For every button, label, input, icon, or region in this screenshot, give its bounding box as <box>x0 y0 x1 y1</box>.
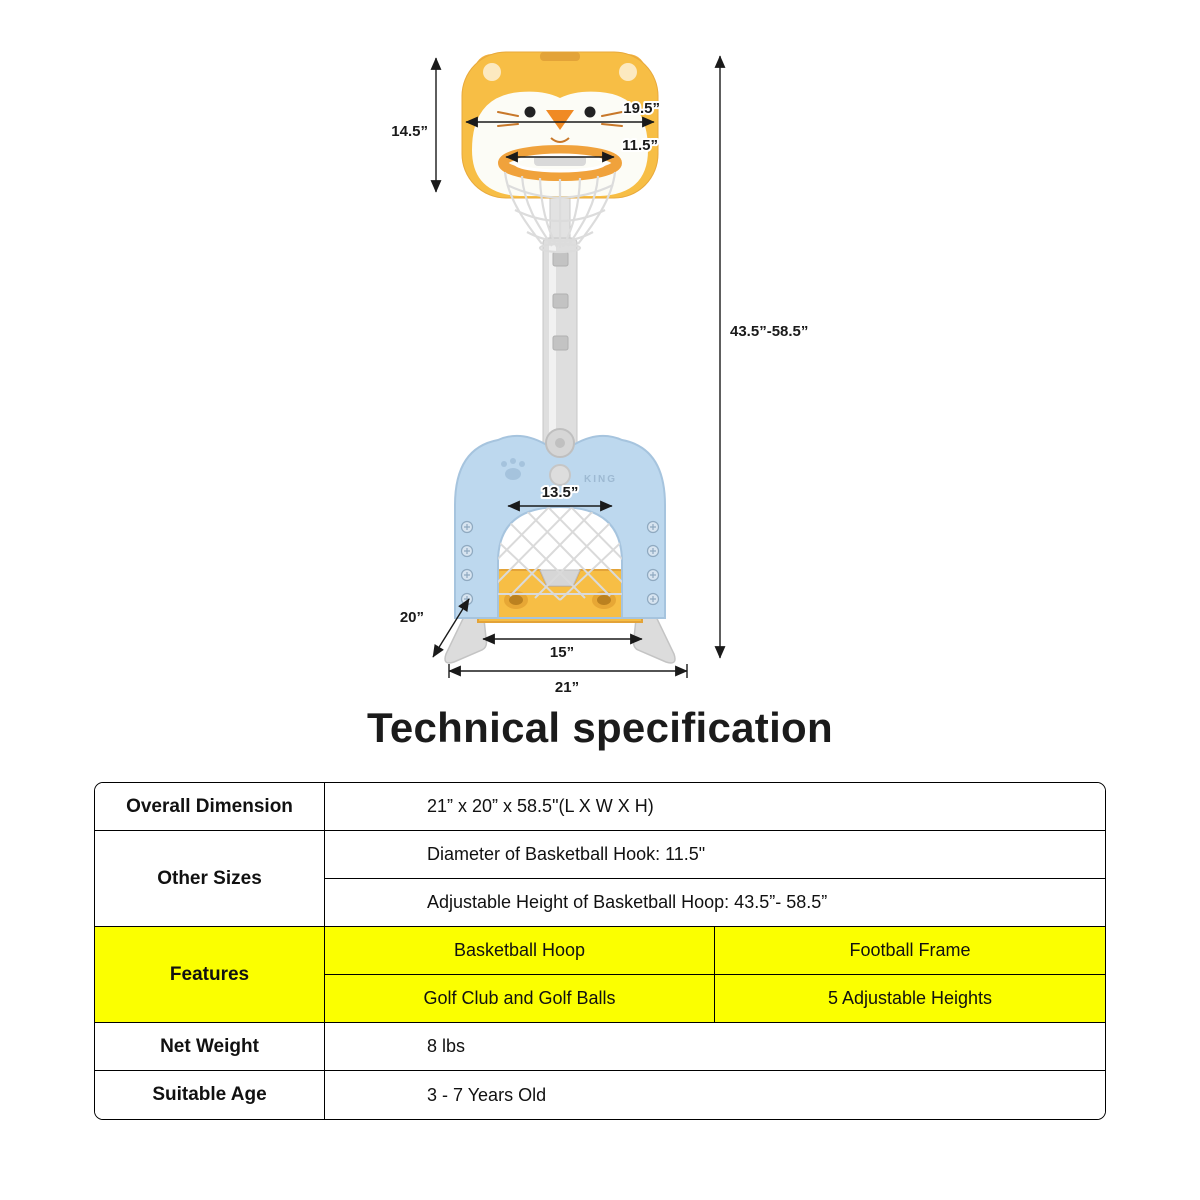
spec-value-net-weight: 8 lbs <box>325 1023 1105 1071</box>
spec-feature-football-frame: Football Frame <box>715 927 1105 975</box>
spec-value-overall-dimension: 21” x 20” x 58.5"(L X W X H) <box>325 783 1105 831</box>
spec-value-hook-diameter: Diameter of Basketball Hook: 11.5" <box>325 831 1105 879</box>
dim-base-inner-width: 15” <box>550 644 574 661</box>
mouth <box>550 137 570 143</box>
spec-label-features: Features <box>95 927 325 1023</box>
spec-feature-basketball-hoop: Basketball Hoop <box>325 927 715 975</box>
dimension-arrows <box>430 55 726 678</box>
spec-label-net-weight: Net Weight <box>95 1023 325 1071</box>
basketball-net <box>503 171 617 254</box>
dim-hoop-diameter: 11.5” <box>622 137 658 154</box>
spec-table: Overall Dimension 21” x 20” x 58.5"(L X … <box>94 782 1106 1120</box>
paw-icon <box>501 458 525 480</box>
spec-label-overall-dimension: Overall Dimension <box>95 783 325 831</box>
dim-backboard-height: 14.5” <box>391 123 428 140</box>
arrow-base-depth <box>432 598 470 658</box>
height-adjust-knob <box>545 428 575 486</box>
brand-text: KING <box>584 474 617 485</box>
dim-backboard-width: 19.5” <box>623 100 660 117</box>
dim-stand-height: 43.5”-58.5” <box>730 323 808 340</box>
eye-left <box>524 106 536 118</box>
spec-value-adjustable-height: Adjustable Height of Basketball Hoop: 43… <box>325 879 1105 927</box>
football-net <box>498 507 622 601</box>
dim-goal-width: 13.5” <box>542 484 579 501</box>
page-title: Technical specification <box>367 704 833 751</box>
dim-base-depth: 20” <box>400 609 424 626</box>
product-diagram: KING 14.5” 19.5” 11.5” 43.5”-58.5” 13.5”… <box>389 51 810 698</box>
spec-value-suitable-age: 3 - 7 Years Old <box>325 1071 1105 1119</box>
spec-label-suitable-age: Suitable Age <box>95 1071 325 1119</box>
screws <box>460 520 660 606</box>
spec-label-other-sizes: Other Sizes <box>95 831 325 927</box>
eye-right <box>584 106 596 118</box>
spec-feature-adjustable-heights: 5 Adjustable Heights <box>715 975 1105 1023</box>
adjustable-pole <box>542 195 578 451</box>
spec-feature-golf-club: Golf Club and Golf Balls <box>325 975 715 1023</box>
dim-base-width: 21” <box>555 679 579 696</box>
